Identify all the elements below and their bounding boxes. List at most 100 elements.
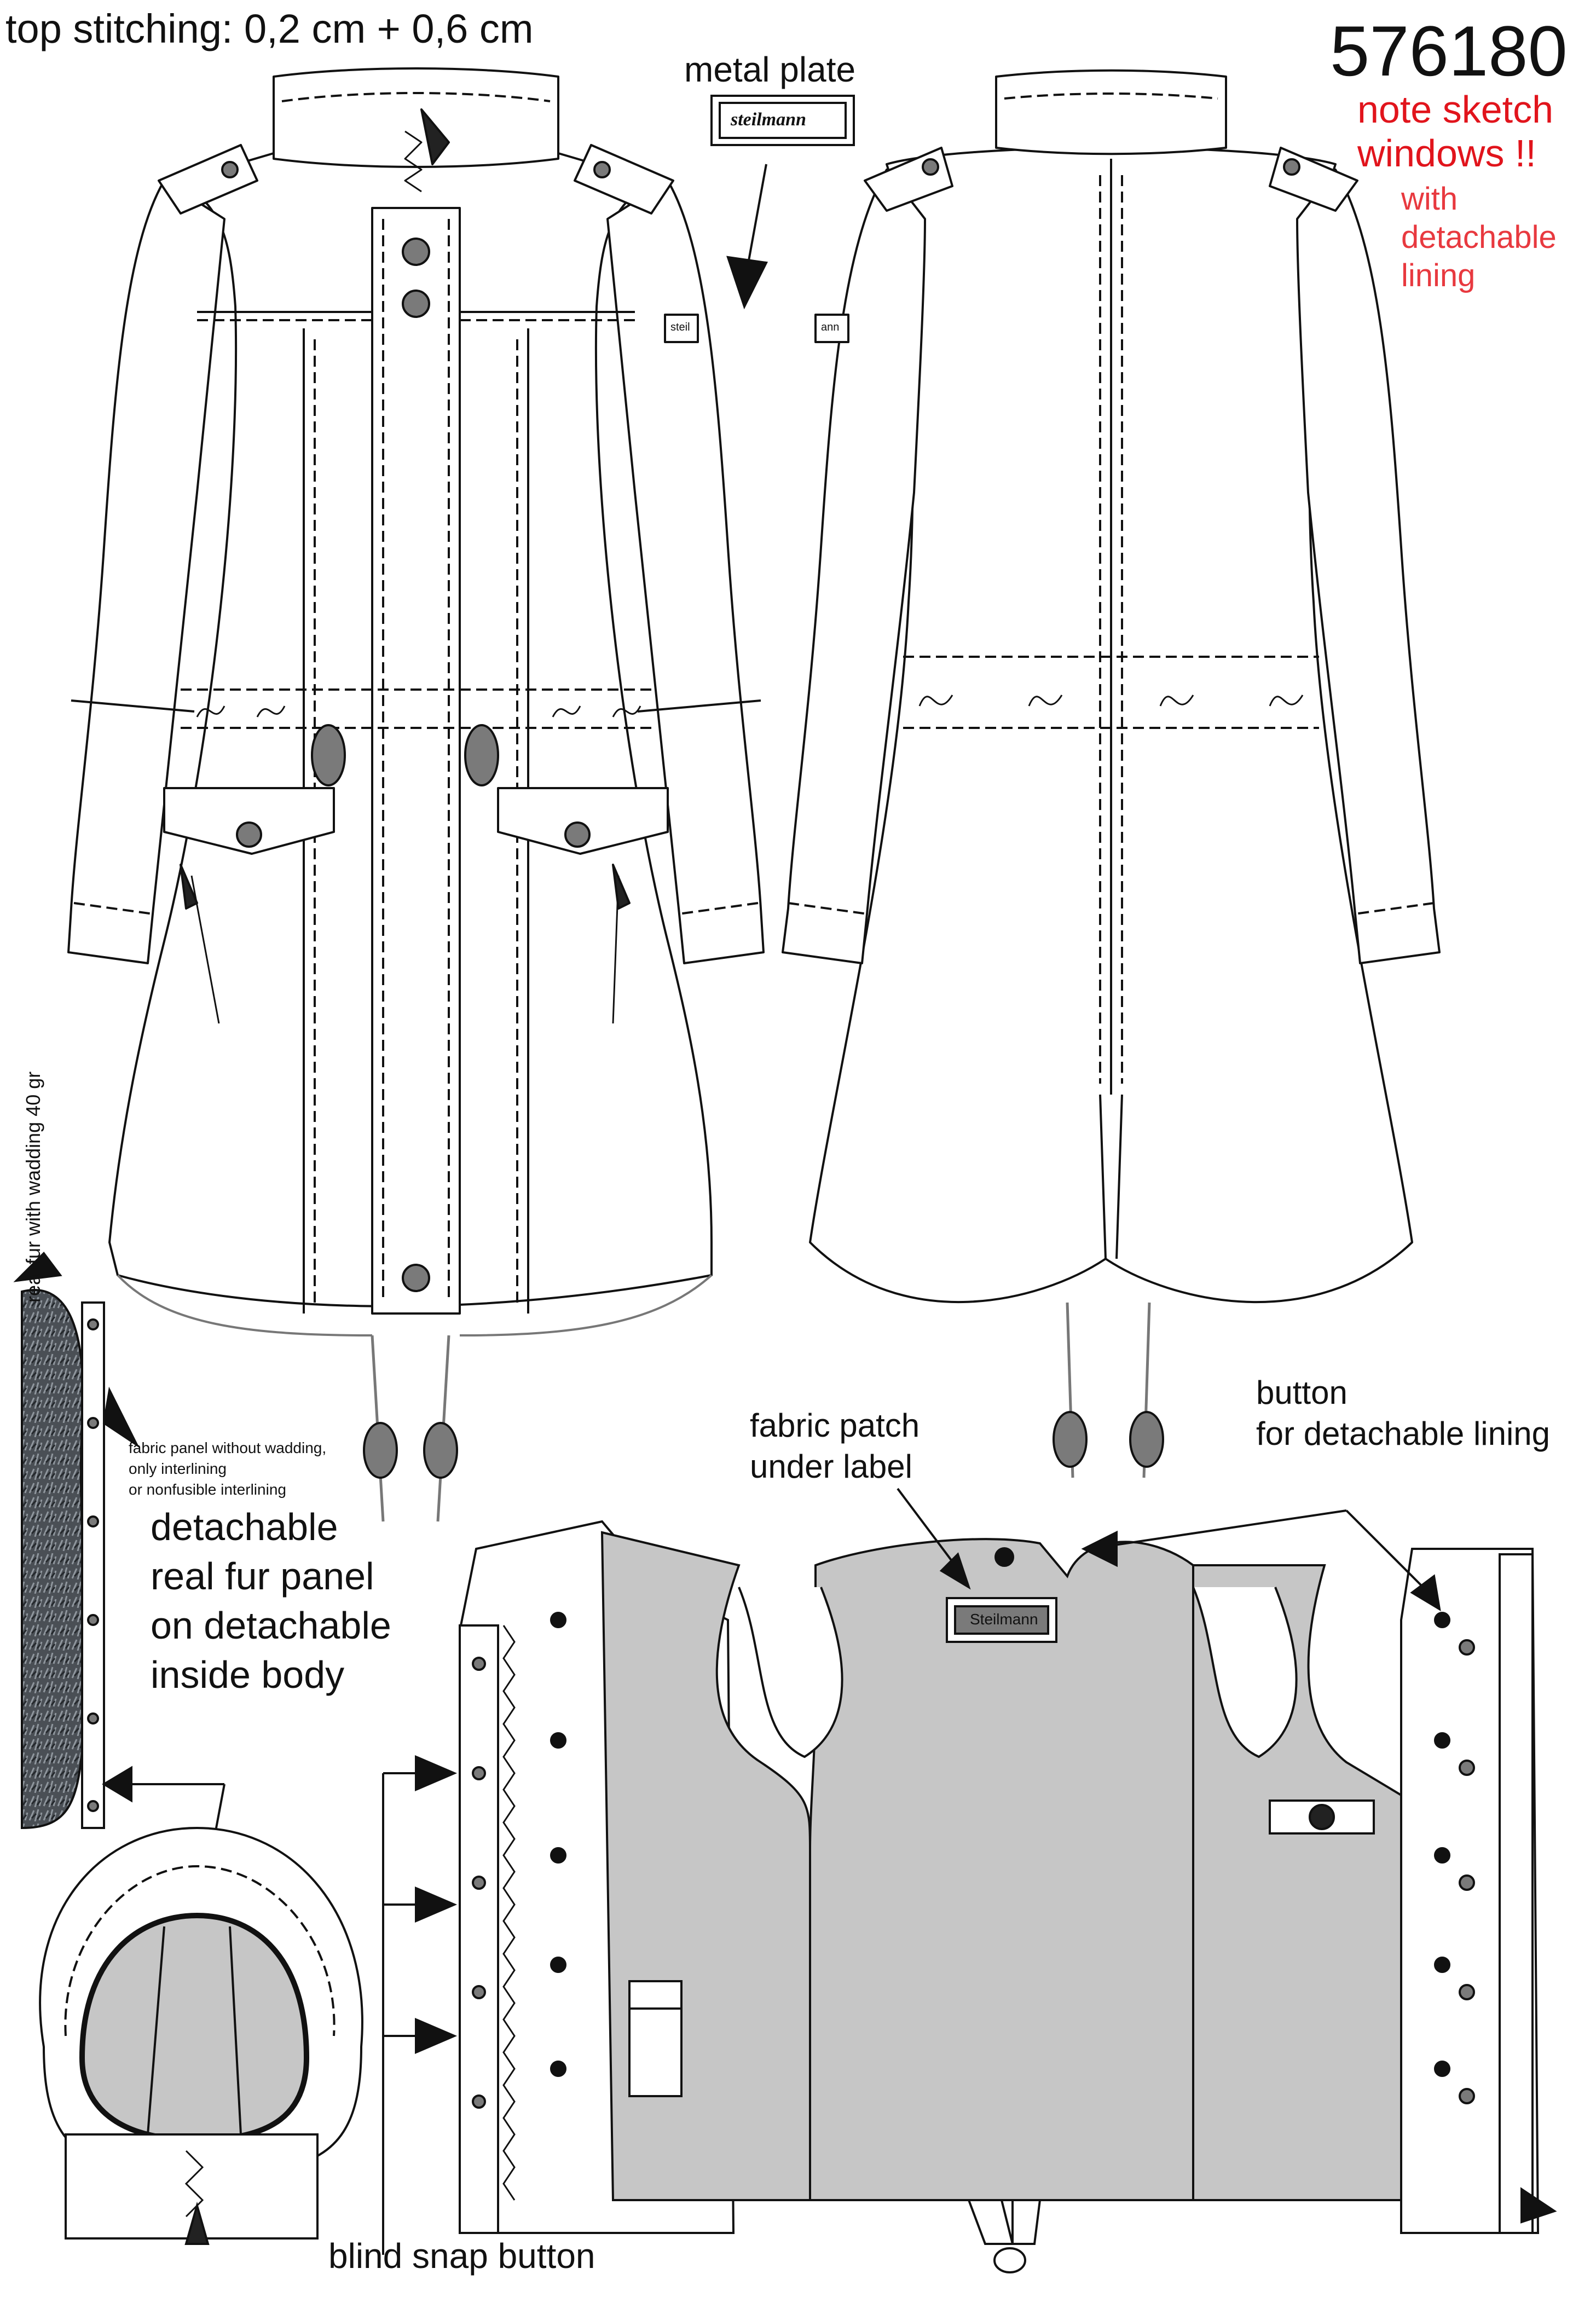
fur-panel-snap-4 — [87, 1614, 99, 1626]
hood-lining — [79, 1912, 310, 2143]
right-epaulette-button — [593, 161, 611, 178]
fur-panel-group — [13, 1251, 225, 1874]
back-vent-stopper — [993, 2247, 1026, 2273]
lining-button-left-4 — [550, 1957, 566, 1973]
lining-snap-right-1 — [1459, 1639, 1475, 1656]
lining-button-left-3 — [550, 1847, 566, 1864]
right-armhole — [1192, 1587, 1298, 1758]
front-placket — [371, 207, 461, 1315]
fur-panel-fur — [21, 1289, 88, 1830]
left-zip-placket — [459, 1624, 499, 2234]
lining-button-right-3 — [1434, 1847, 1450, 1864]
lining-button-left-5 — [550, 2061, 566, 2077]
hood-stitch — [64, 1865, 336, 2036]
collar-zip-teeth — [404, 130, 423, 193]
lining-note-line-3: lining — [1401, 258, 1476, 293]
left-pocket-flap — [163, 787, 335, 855]
right-hem-stopper — [423, 1422, 458, 1479]
lining-button-right-5 — [1434, 2061, 1450, 2077]
hem-cord-right — [459, 1274, 713, 1336]
left-waist-stopper — [311, 724, 346, 786]
lining-note-line-2: detachable — [1401, 219, 1557, 255]
back-left-epaulette-button — [922, 158, 939, 176]
lining-button-right-2 — [1434, 1732, 1450, 1749]
sleeve-logo-tab-front — [664, 314, 699, 343]
fur-panel-line-1: detachable — [151, 1506, 338, 1548]
inside-zip-teeth — [502, 1625, 516, 2201]
hood-lining-seam-1 — [147, 1926, 165, 2135]
neck-lining-button — [994, 1547, 1014, 1567]
back-view — [782, 69, 1441, 1478]
front-stand-collar — [273, 67, 559, 168]
neck-button-arrow-line — [1089, 1509, 1347, 1550]
lining-snap-right-4 — [1459, 1984, 1475, 2000]
fabric-panel-arrow — [102, 1386, 140, 1448]
front-right-sleeve — [606, 180, 765, 964]
fur-panel-line-4: inside body — [151, 1653, 345, 1696]
hood-view — [39, 1826, 363, 2245]
fur-wadding-arrow — [13, 1251, 62, 1282]
front-left-sleeve — [67, 180, 225, 964]
fur-panel-snap-5 — [87, 1712, 99, 1725]
placket-button-1 — [402, 238, 430, 266]
note-sketch-line-2: windows !! — [1357, 132, 1536, 175]
fur-panel-snap-3 — [87, 1515, 99, 1527]
fabric-panel-line-3: or nonfusible interlining — [129, 1481, 286, 1498]
back-right-hem-stopper — [1129, 1411, 1164, 1468]
lining-snap-right-2 — [1459, 1760, 1475, 1776]
inside-view — [382, 1488, 1557, 2273]
blind-snap-2 — [472, 1766, 486, 1780]
placket-button-3 — [402, 1264, 430, 1292]
back-left-sleeve — [782, 169, 926, 964]
left-snap-column — [472, 1612, 566, 2109]
hem-corner-marker — [1520, 2187, 1557, 2224]
side-button-arrow-head — [1410, 1574, 1441, 1611]
lining-button-left-1 — [550, 1612, 566, 1628]
back-waist-gathers — [918, 695, 1304, 707]
note-sketch-line-1: note sketch — [1357, 88, 1553, 131]
neck-button-arrow-head — [1081, 1530, 1118, 1567]
lining-button-right-1 — [1434, 1612, 1450, 1628]
waist-gathers — [196, 705, 641, 717]
sleeve-logo-tab-back — [814, 314, 849, 343]
right-facing-strip — [1499, 1553, 1534, 2234]
collar-zip-pull — [420, 108, 450, 165]
placket-button-2 — [402, 290, 430, 318]
lining-button-left-2 — [550, 1732, 566, 1749]
fur-wadding-label: real fur with wadding 40 gr — [22, 1071, 44, 1303]
lining-back — [809, 1538, 1206, 2201]
side-button-arrow-line — [1345, 1509, 1435, 1599]
fur-panel-snap-2 — [87, 1417, 99, 1429]
stitching-note: top stitching: 0,2 cm + 0,6 cm — [5, 6, 534, 51]
style-number: 576180 — [1330, 11, 1568, 91]
right-pocket-button — [564, 821, 591, 848]
right-snap-column — [1434, 1612, 1475, 2104]
lining-snap-right-5 — [1459, 2088, 1475, 2104]
blind-snap-4 — [472, 1985, 486, 1999]
lining-button-right-4 — [1434, 1957, 1450, 1973]
back-left-cuff-stitch — [788, 902, 868, 915]
hood-zip-pull — [184, 2201, 210, 2245]
back-collar-stitch — [1004, 92, 1218, 100]
front-view — [67, 67, 765, 1522]
metal-plate-arrow-head — [726, 256, 768, 310]
blind-snap-1 — [472, 1657, 486, 1671]
collar-stitch — [281, 92, 551, 102]
back-vent-tab — [967, 2199, 1014, 2245]
back-vent — [1099, 1094, 1123, 1259]
back-right-sleeve — [1296, 169, 1441, 964]
fabric-patch-arrow-head — [939, 1552, 971, 1590]
fabric-patch-line-2: under label — [750, 1448, 912, 1485]
left-hem-stopper — [363, 1422, 398, 1479]
fur-pointer-arrow-head-1 — [102, 1766, 132, 1803]
left-pocket-zip-pull — [180, 864, 198, 910]
back-right-epaulette-button — [1283, 158, 1300, 176]
sleeve-tab-back-text: ann — [821, 321, 840, 333]
fur-panel-line-3: on detachable — [151, 1604, 391, 1647]
lining-note-line-1: with — [1401, 181, 1458, 217]
right-sleeve-seam — [637, 699, 761, 713]
lining-label-text: Steilmann — [970, 1611, 1038, 1628]
back-vent-tab-2 — [1011, 2199, 1042, 2245]
